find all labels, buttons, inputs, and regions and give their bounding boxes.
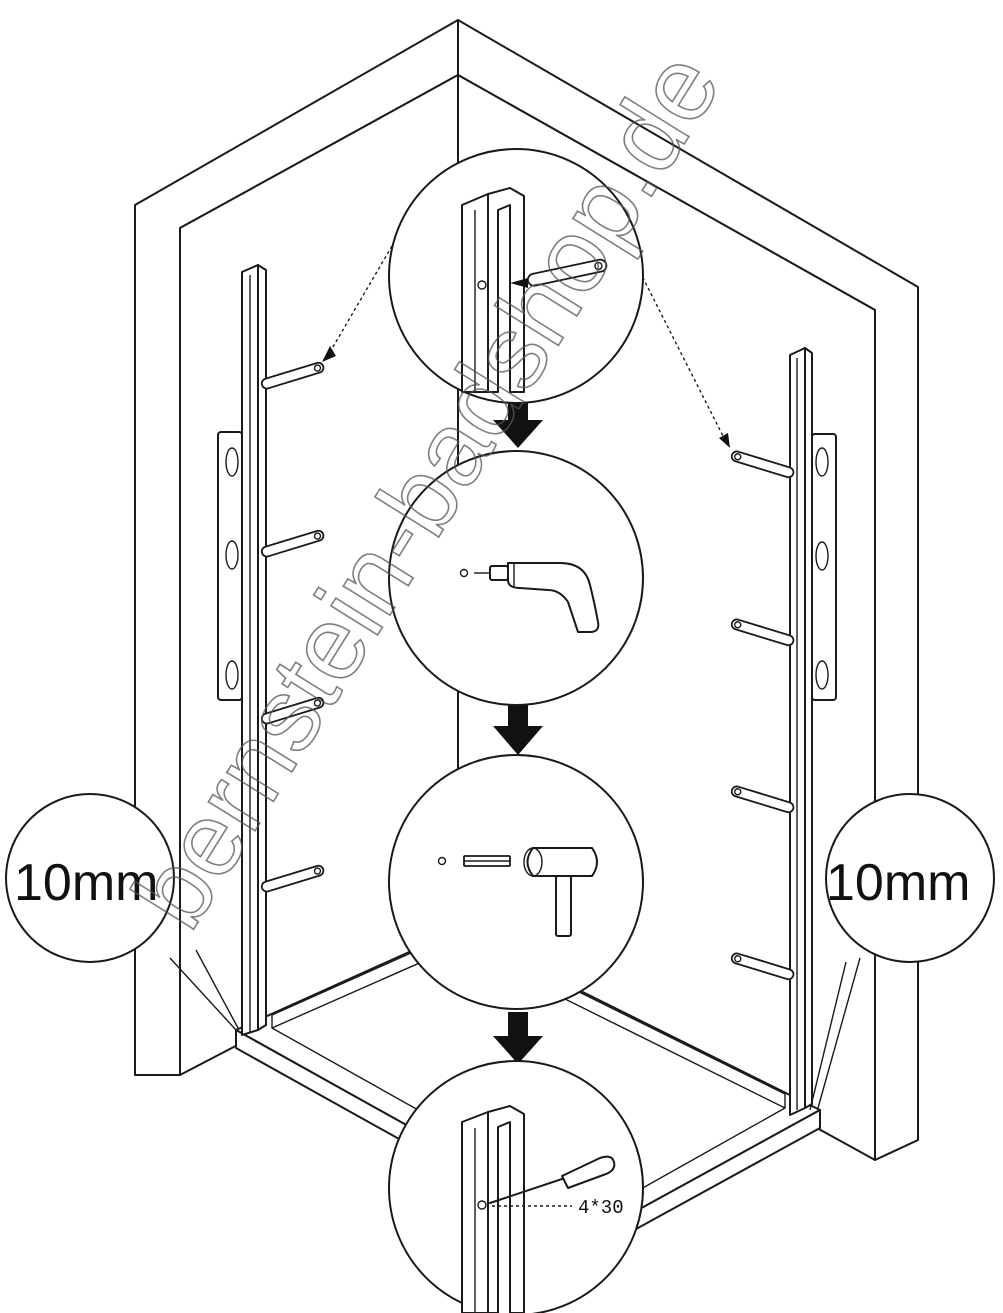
right-dowels (730, 450, 795, 981)
right-gap-callout: 10mm (809, 793, 995, 1111)
right-gap-label: 10mm (826, 854, 970, 912)
step-arrows (493, 398, 543, 1064)
detail-screwdriver: 4*30 (388, 1060, 644, 1313)
drill-icon (474, 562, 600, 633)
left-gap-callout: 10mm (5, 793, 239, 1031)
profile-rail-icon (461, 1105, 525, 1313)
left-dowels (260, 361, 325, 893)
detail-drill (388, 450, 644, 706)
screw-size-label: 4*30 (578, 1197, 624, 1219)
hammer-icon (523, 847, 598, 937)
right-wall-profile (789, 347, 813, 1116)
left-gap-label: 10mm (14, 854, 158, 912)
detail-profile-dowel (388, 148, 644, 404)
detail-hammer (388, 754, 644, 1010)
dowel-insert-icon (463, 855, 511, 867)
profile-rail-icon (461, 187, 525, 393)
right-wall-bracket (811, 433, 837, 701)
screwdriver-icon (489, 1155, 616, 1204)
left-wall-profile (241, 264, 267, 1036)
dowel-icon (510, 258, 608, 288)
left-wall-bracket (217, 431, 243, 701)
pointer-arrows (322, 245, 730, 448)
